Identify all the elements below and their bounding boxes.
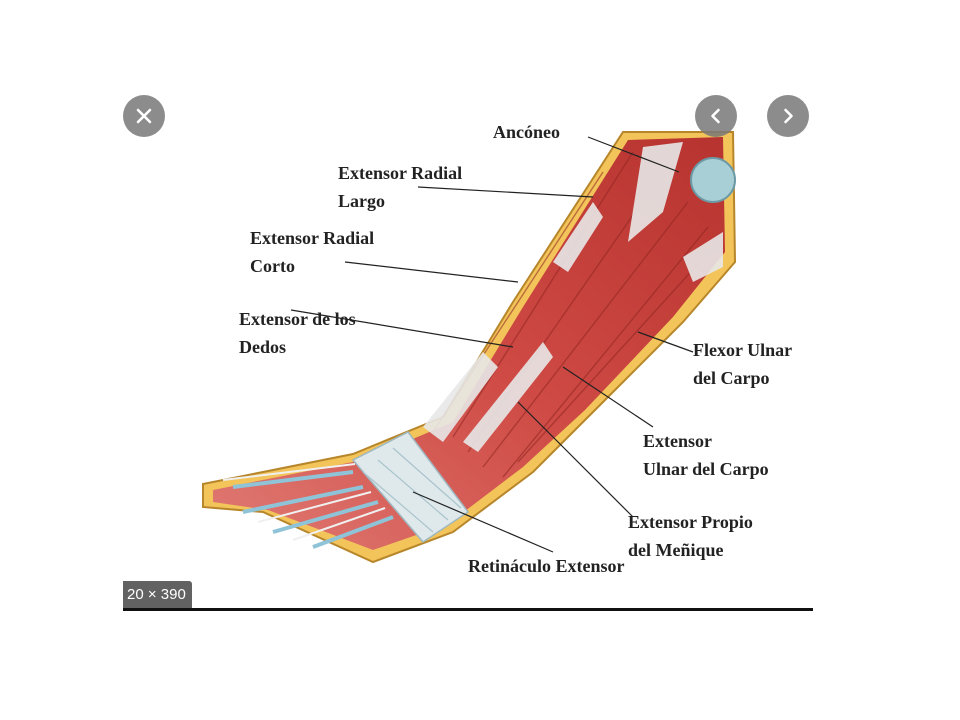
label-extensor-radial-corto-line1: Extensor Radial: [250, 228, 375, 248]
chevron-left-icon: [711, 108, 720, 124]
label-extensor-dedos-line2: Dedos: [239, 337, 287, 357]
label-extensor-ulnar-line2: Ulnar del Carpo: [643, 459, 769, 479]
label-extensor-menique-line2: del Meñique: [628, 540, 724, 560]
label-extensor-radial-corto-line2: Corto: [250, 256, 295, 276]
label-flexor-ulnar-line2: del Carpo: [693, 368, 770, 388]
image-dimensions-badge: 20 × 390: [123, 581, 192, 608]
extensor-retinaculum: [351, 431, 470, 543]
label-extensor-menique-line1: Extensor Propio: [628, 512, 753, 532]
close-button[interactable]: [123, 95, 165, 137]
forearm-muscle-illustration: [202, 131, 737, 564]
label-retinaculo-extensor: Retináculo Extensor: [468, 556, 625, 576]
previous-image-button[interactable]: [695, 95, 737, 137]
label-extensor-dedos-line1: Extensor de los: [239, 309, 356, 329]
olecranon: [690, 157, 736, 203]
label-extensor-radial-largo-line1: Extensor Radial: [338, 163, 463, 183]
forearm-muscles: [213, 137, 725, 550]
image-viewer: Ancóneo Extensor Radial Largo Extensor R…: [123, 92, 813, 610]
chevron-right-icon: [784, 108, 793, 124]
divider: [123, 608, 813, 611]
next-image-button[interactable]: [767, 95, 809, 137]
label-flexor-ulnar-line1: Flexor Ulnar: [693, 340, 793, 360]
label-extensor-ulnar-line1: Extensor: [643, 431, 712, 451]
close-icon: [136, 108, 152, 124]
label-anconeo: Ancóneo: [493, 122, 560, 142]
label-extensor-radial-largo-line2: Largo: [338, 191, 385, 211]
